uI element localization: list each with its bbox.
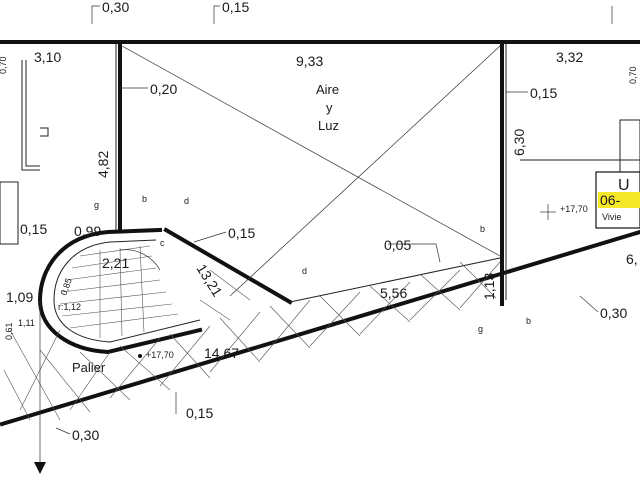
level-top: +17,70 <box>560 204 588 214</box>
unit-number: 06- <box>600 192 621 208</box>
dim-113: 1,13 <box>481 273 497 300</box>
unit-number-highlight <box>598 192 640 208</box>
dim-061: 0,61 <box>4 322 14 340</box>
labels: 0,30 0,15 3,10 9,33 3,32 0,20 0,15 4,82 … <box>0 0 638 443</box>
leader-030-bottom <box>55 427 71 435</box>
dim-630: 6,30 <box>511 129 527 156</box>
unit-label: U 06- Vivie <box>595 171 640 229</box>
leader-030-top <box>91 5 100 24</box>
marker-g1: g <box>94 200 99 210</box>
dim-109: 1,09 <box>6 289 33 305</box>
bottom-facade-wall <box>0 229 640 427</box>
walls <box>0 40 640 427</box>
patio-bottom-line <box>289 257 501 303</box>
level-palier: +17,70 <box>146 350 174 360</box>
cross-line-1 <box>121 45 501 257</box>
room-label-line3: Luz <box>318 118 339 133</box>
marker-b1: b <box>142 194 147 204</box>
leader-015-top <box>213 5 220 24</box>
marker-b3: b <box>526 316 531 326</box>
cross-line-2 <box>229 45 501 297</box>
stair-inner-curve <box>53 239 201 343</box>
dim-1467: 14,67 <box>204 345 239 361</box>
dim-310: 3,10 <box>34 49 61 65</box>
dim-030-top: 0,30 <box>102 0 129 15</box>
patio-void-cross <box>121 45 501 297</box>
marker-d2: d <box>302 266 307 276</box>
dim-221: 2,21 <box>102 255 129 271</box>
dim-030-right: 0,30 <box>600 305 627 321</box>
leader-030-right <box>579 295 599 313</box>
dim-030-bottom: 0,30 <box>72 427 99 443</box>
marker-d1: d <box>184 196 189 206</box>
dim-015-bottom: 0,15 <box>186 405 213 421</box>
dim-332: 3,32 <box>556 49 583 65</box>
dim-085: 0,85 <box>58 277 73 297</box>
palier-label: Palier <box>72 360 106 375</box>
niche-jog <box>40 127 49 137</box>
dim-015-top: 0,15 <box>222 0 249 15</box>
section-arrow-icon <box>34 462 46 474</box>
unit-code: U <box>618 177 630 194</box>
dimension-lines <box>34 5 613 474</box>
dim-1321: 13,21 <box>193 261 225 299</box>
dim-933: 9,33 <box>296 53 323 69</box>
dim-015-right: 0,15 <box>530 85 557 101</box>
niche-inner <box>25 60 40 167</box>
marker-g2: g <box>478 324 483 334</box>
dim-015-mid: 0,15 <box>228 225 255 241</box>
room-label-line1: Aire <box>316 82 339 97</box>
niche-outline <box>21 60 40 171</box>
palier-level-dot <box>138 354 142 358</box>
marker-b2: b <box>480 224 485 234</box>
dim-015-left: 0,15 <box>20 221 47 237</box>
dim-6-partial: 6, <box>626 251 638 267</box>
dim-556: 5,56 <box>380 285 407 301</box>
dim-020: 0,20 <box>150 81 177 97</box>
marker-c1: c <box>160 238 165 248</box>
dim-r112: r:1,12 <box>58 302 81 312</box>
dim-482: 4,82 <box>95 151 111 178</box>
stair-diagonal-wall <box>163 227 293 305</box>
floor-hatching <box>3 261 501 421</box>
dim-070-right-partial: 0,70 <box>628 66 638 84</box>
room-label-line2: y <box>326 100 333 115</box>
stair-arc <box>119 249 161 271</box>
dim-111: 1,11 <box>18 318 35 328</box>
leader-005 <box>388 243 441 263</box>
dim-099: 0,99 <box>74 223 101 239</box>
leader-015-mid <box>193 231 227 243</box>
dim-005: 0,05 <box>384 237 411 253</box>
unit-subtitle: Vivie <box>602 212 621 222</box>
stair-treads <box>59 245 179 338</box>
dim-070-left-partial: 0,70 <box>0 56 8 74</box>
left-box <box>0 181 19 245</box>
